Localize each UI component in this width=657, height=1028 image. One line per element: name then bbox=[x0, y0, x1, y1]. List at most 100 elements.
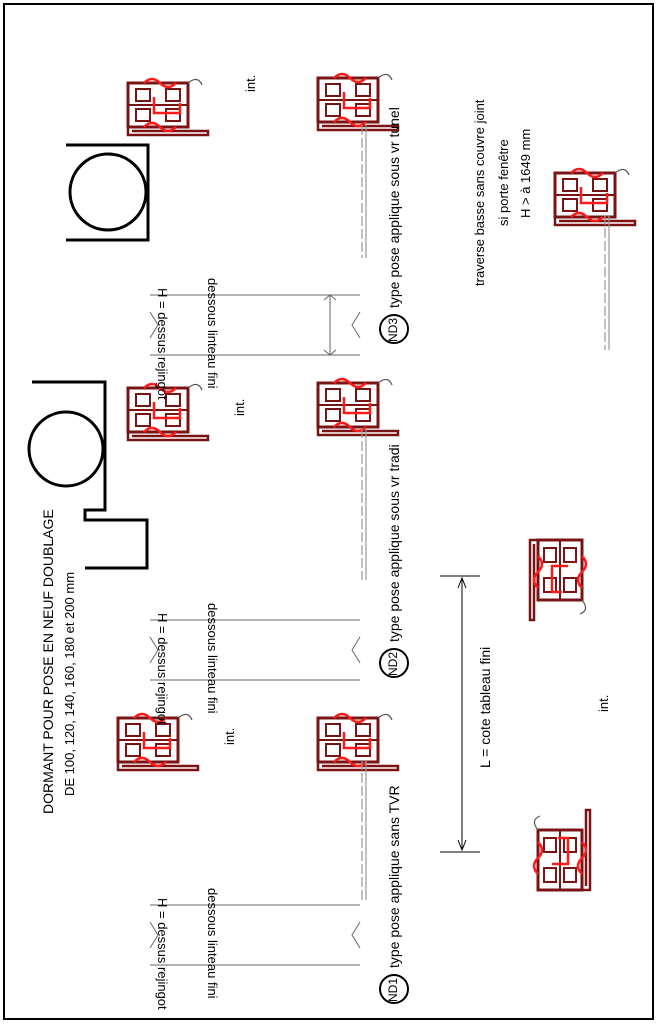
drip-edge bbox=[377, 713, 393, 721]
profile-note bbox=[553, 167, 637, 227]
frame-chamber bbox=[125, 723, 141, 737]
seal bbox=[333, 377, 367, 389]
seal bbox=[333, 712, 367, 724]
shutter-roll-tradi bbox=[27, 410, 105, 488]
lining-leg bbox=[582, 808, 592, 892]
frame-chamber bbox=[543, 547, 557, 563]
frame-chamber bbox=[165, 108, 181, 122]
h-label-nd1: H = dessus rejingot bbox=[155, 898, 170, 1010]
int-label-nd2: int. bbox=[232, 398, 247, 416]
drip-edge bbox=[533, 815, 541, 831]
dessous-label-nd3: dessous linteau fini bbox=[205, 278, 220, 389]
frame-chamber bbox=[325, 103, 341, 117]
lining-leg bbox=[126, 432, 210, 442]
frame-chamber bbox=[543, 577, 557, 593]
profile-jamb-right bbox=[532, 808, 592, 892]
drip-edge bbox=[614, 168, 630, 176]
frame-chamber bbox=[592, 198, 608, 212]
frame-chamber bbox=[135, 88, 151, 102]
shutter-box-tradi bbox=[32, 380, 149, 570]
seal bbox=[333, 756, 367, 768]
seal bbox=[576, 841, 588, 875]
dessous-label-nd1: dessous linteau fini bbox=[205, 888, 220, 999]
lining-leg bbox=[116, 762, 200, 772]
drip-edge bbox=[187, 383, 203, 391]
tag-circle-nd1 bbox=[379, 974, 409, 1004]
dimension-l bbox=[440, 575, 480, 853]
frame-chamber bbox=[165, 393, 181, 407]
frame-chamber bbox=[543, 837, 557, 853]
profile-jamb-left bbox=[528, 538, 588, 622]
seal bbox=[333, 72, 367, 84]
drip-edge bbox=[377, 73, 393, 81]
frame-chamber bbox=[325, 388, 341, 402]
lining-leg bbox=[316, 762, 400, 772]
caption-nd2: type pose applique sous vr tradi bbox=[386, 444, 402, 642]
lining-leg bbox=[528, 538, 538, 622]
seal bbox=[342, 92, 372, 110]
frame-chamber bbox=[355, 723, 371, 737]
drip-edge bbox=[177, 713, 193, 721]
shutter-box-tunnel bbox=[66, 143, 150, 242]
seal bbox=[552, 836, 570, 866]
seal bbox=[532, 841, 544, 875]
frame-chamber bbox=[325, 743, 341, 757]
tag-nd2: ND2 bbox=[386, 651, 400, 676]
frame-chamber bbox=[563, 837, 577, 853]
tag-nd1: ND1 bbox=[386, 977, 400, 1002]
lining-leg bbox=[553, 217, 637, 227]
frame-chamber bbox=[563, 867, 577, 883]
int-label-nd1: int. bbox=[222, 727, 237, 745]
seal bbox=[143, 77, 177, 89]
int-label-bottom: int. bbox=[596, 694, 611, 712]
frame-chamber bbox=[563, 547, 577, 563]
lining-leg bbox=[126, 127, 210, 137]
frame-chamber bbox=[355, 103, 371, 117]
note-line2: si porte fenêtre bbox=[496, 139, 511, 226]
h-label-nd2: H = dessus rejingot bbox=[155, 613, 170, 725]
seal bbox=[342, 732, 372, 750]
shutter-roll-tunnel bbox=[68, 152, 148, 232]
frame-chamber bbox=[325, 408, 341, 422]
drip-edge bbox=[377, 378, 393, 386]
dimension-h-nd1 bbox=[149, 904, 361, 966]
drip-edge bbox=[187, 78, 203, 86]
dimension-h-nd3 bbox=[149, 294, 361, 356]
frame-chamber bbox=[135, 393, 151, 407]
dimension-h-nd2 bbox=[149, 619, 361, 681]
seal bbox=[342, 397, 372, 415]
frame-chamber bbox=[325, 723, 341, 737]
profile-nd3-head bbox=[126, 77, 210, 137]
frame-chamber bbox=[125, 743, 141, 757]
frame-chamber bbox=[562, 198, 578, 212]
profile-nd3-sill bbox=[316, 72, 400, 132]
profile-nd2-sill bbox=[316, 377, 400, 437]
title-line1: DORMANT POUR POSE EN NEUF DOUBLAGE bbox=[40, 509, 56, 814]
frame-chamber bbox=[165, 88, 181, 102]
seal bbox=[133, 756, 167, 768]
tag-circle-nd3 bbox=[379, 314, 409, 344]
seal bbox=[133, 712, 167, 724]
note-line1: traverse basse sans couvre joint bbox=[472, 99, 487, 286]
tag-circle-nd2 bbox=[379, 648, 409, 678]
seal bbox=[142, 732, 172, 750]
frame-chamber bbox=[165, 413, 181, 427]
frame-chamber bbox=[155, 743, 171, 757]
frame-chamber bbox=[135, 413, 151, 427]
seal bbox=[532, 555, 544, 589]
seal bbox=[143, 426, 177, 438]
int-label-nd3: int. bbox=[243, 74, 258, 92]
frame-chamber bbox=[592, 178, 608, 192]
seal bbox=[333, 421, 367, 433]
lining-leg bbox=[316, 122, 400, 132]
profile-nd1-head bbox=[116, 712, 200, 772]
sheet-border bbox=[3, 3, 654, 1020]
lining-leg bbox=[316, 427, 400, 437]
seal bbox=[152, 402, 182, 420]
dessous-label-nd2: dessous linteau fini bbox=[205, 603, 220, 714]
seal bbox=[570, 167, 604, 179]
seal bbox=[550, 564, 568, 594]
h-label-nd3: H = dessus rejingot bbox=[155, 288, 170, 400]
frame-chamber bbox=[355, 408, 371, 422]
